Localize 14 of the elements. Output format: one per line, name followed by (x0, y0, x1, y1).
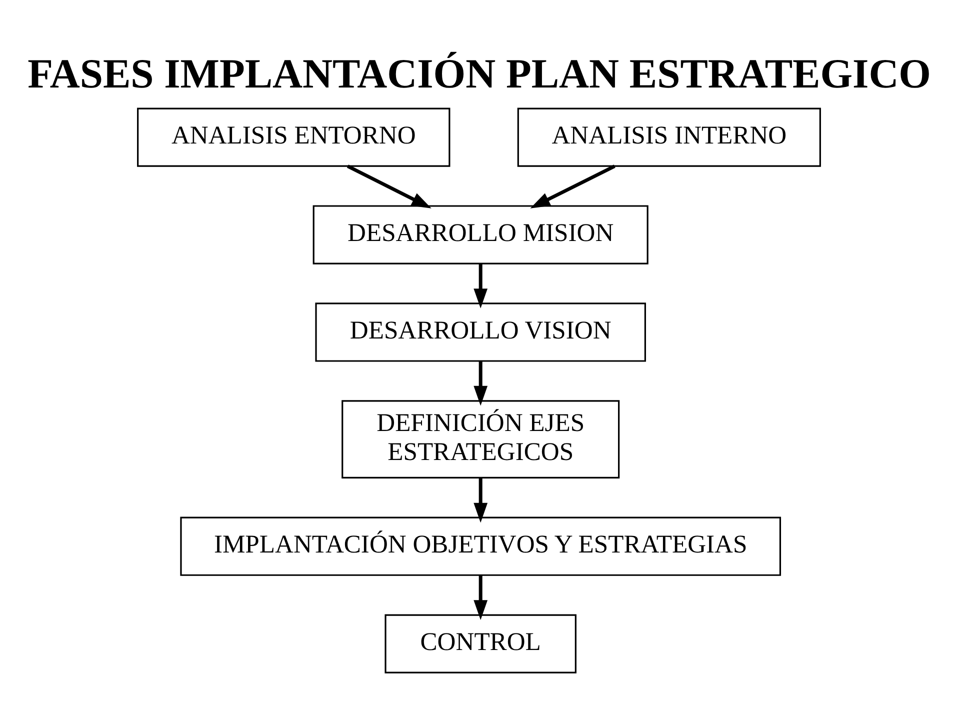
arrow (474, 478, 488, 523)
node-box: ANALISIS INTERNO (517, 108, 821, 167)
node-box: ANALISIS ENTORNO (137, 108, 450, 167)
node-box: IMPLANTACIÓN OBJETIVOS Y ESTRATEGIAS (180, 516, 782, 576)
arrow (474, 575, 488, 620)
arrow (530, 164, 616, 208)
arrow (474, 264, 488, 308)
node-box: DEFINICIÓN EJES ESTRATEGICOS (342, 400, 620, 478)
arrow (346, 164, 432, 208)
node-box: DESARROLLO VISION (315, 302, 646, 362)
arrow (474, 361, 488, 406)
node-box: CONTROL (384, 614, 576, 674)
node-box: DESARROLLO MISION (312, 205, 648, 264)
diagram-title: FASES IMPLANTACIÓN PLAN ESTRATEGICO (28, 50, 932, 96)
